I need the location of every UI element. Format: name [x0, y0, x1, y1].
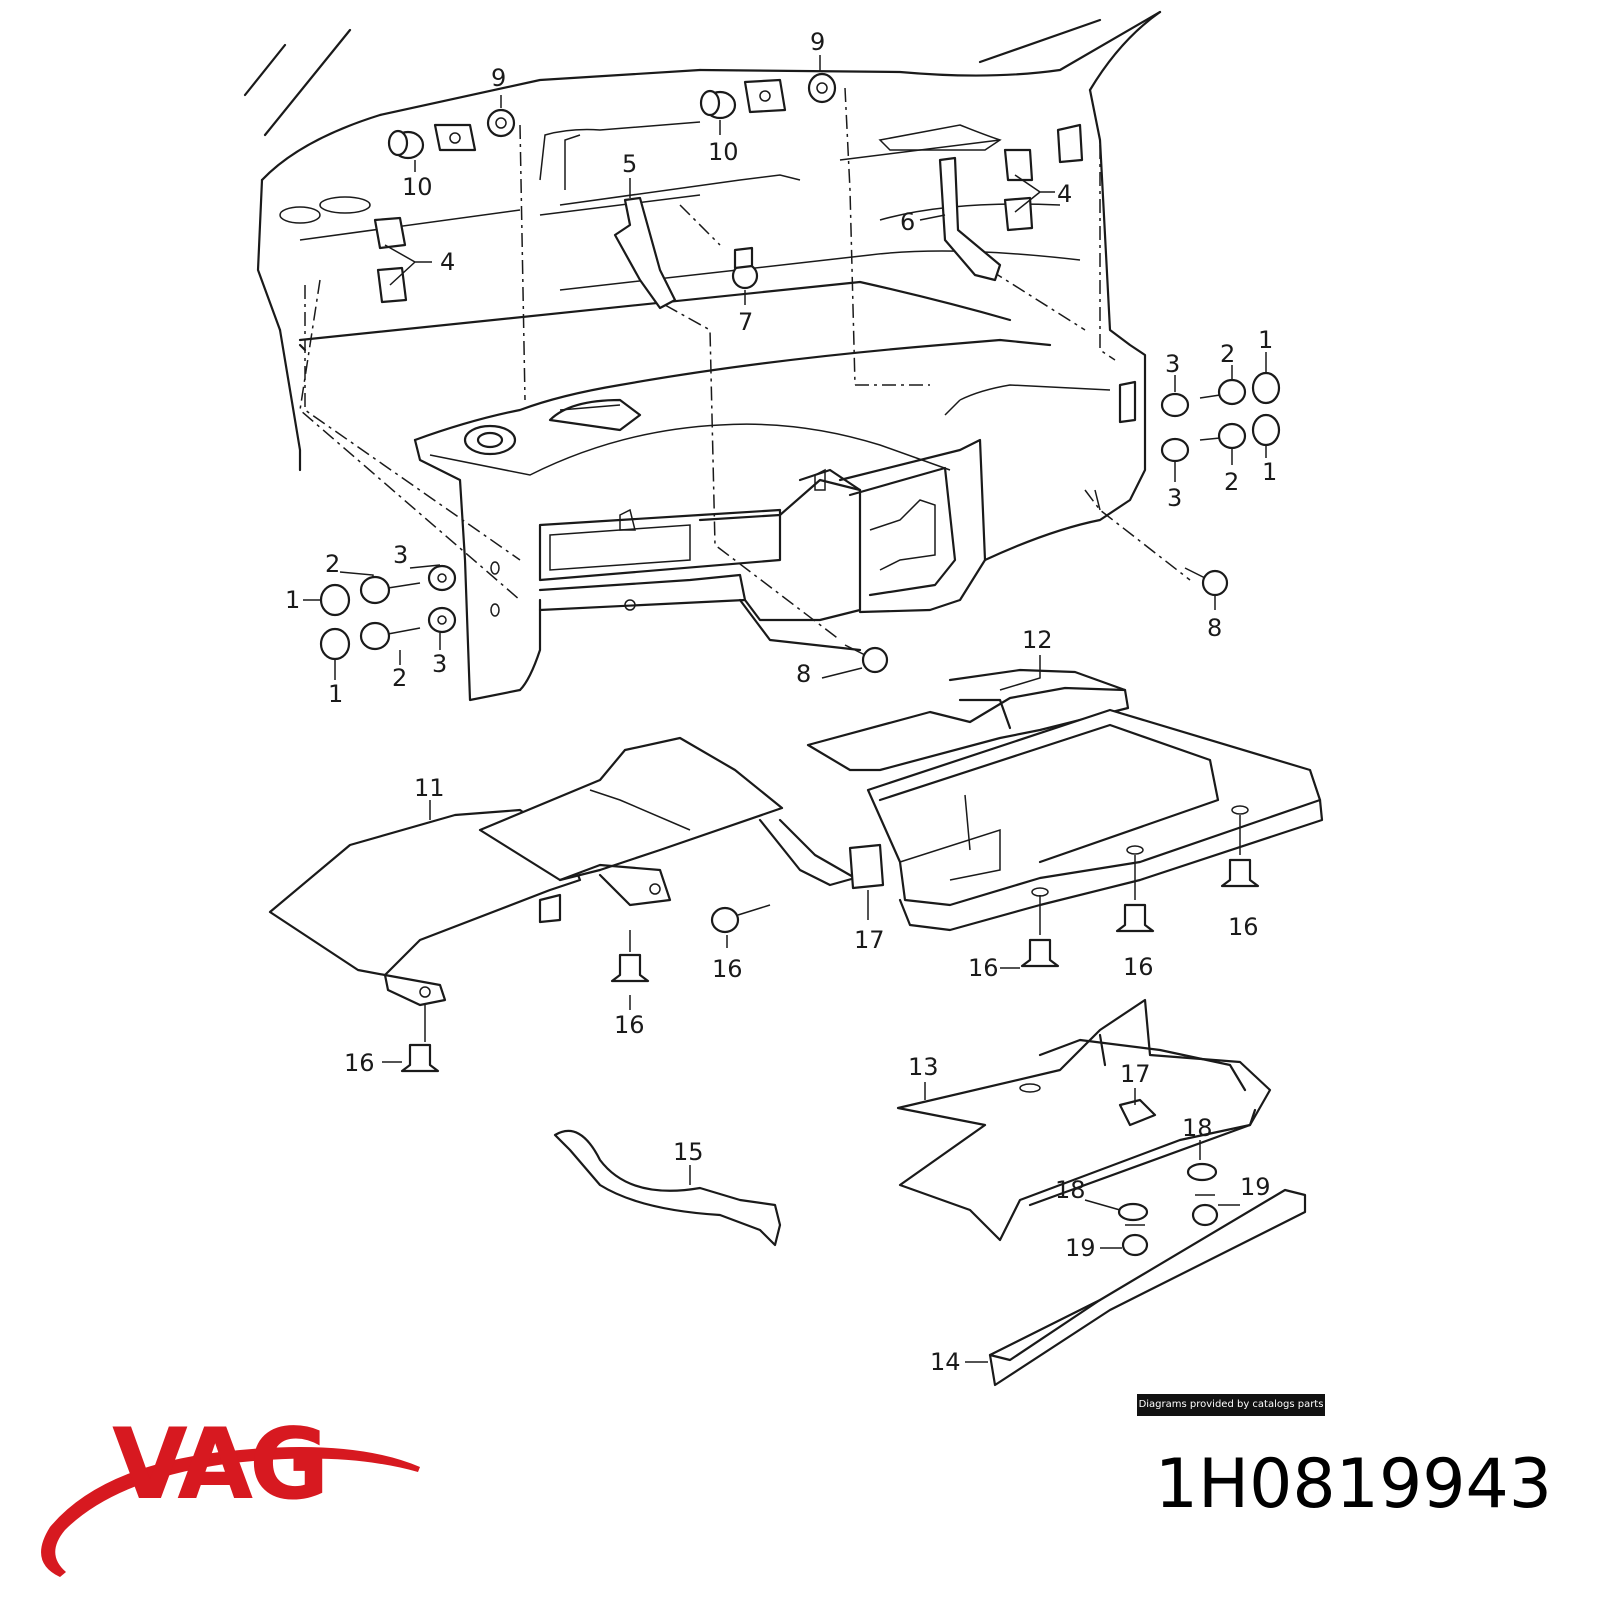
callout-4: 4 [1057, 180, 1072, 208]
callout-14: 14 [930, 1348, 961, 1376]
callout-11: 11 [414, 774, 445, 802]
callout-19: 19 [1065, 1234, 1096, 1262]
callout-2: 2 [1224, 468, 1239, 496]
callout-9: 9 [491, 64, 506, 92]
callout-3: 3 [393, 541, 408, 569]
strap-15-drawing [553, 1129, 782, 1247]
callout-17: 17 [854, 926, 885, 954]
cover-13-drawing [896, 998, 1272, 1257]
callout-1: 1 [1262, 458, 1277, 486]
fasteners-top [319, 72, 1281, 674]
diagram-credit-label: Diagrams provided by catalogs parts [1137, 1394, 1325, 1416]
callout-16: 16 [344, 1049, 375, 1077]
callout-10: 10 [708, 138, 739, 166]
tray-11-drawing [268, 736, 857, 1007]
callout-1: 1 [328, 680, 343, 708]
callout-16: 16 [1228, 913, 1259, 941]
callout-8: 8 [796, 660, 811, 688]
callout-1: 1 [285, 586, 300, 614]
callout-15: 15 [673, 1138, 704, 1166]
callout-4: 4 [440, 248, 455, 276]
callout-18: 18 [1055, 1176, 1086, 1204]
callout-leaders [303, 55, 1267, 1363]
callout-1: 1 [1258, 326, 1273, 354]
callout-numbers: 9 9 10 10 5 4 4 6 7 1 2 3 1 2 3 2 3 1 1 … [285, 28, 1277, 1376]
callout-10: 10 [402, 173, 433, 201]
callout-8: 8 [1207, 614, 1222, 642]
shelf-12-drawing [806, 668, 1324, 932]
callout-18: 18 [1182, 1114, 1213, 1142]
callout-19: 19 [1240, 1173, 1271, 1201]
callout-16: 16 [968, 954, 999, 982]
brand-name: VAG [112, 1408, 329, 1522]
callout-9: 9 [810, 28, 825, 56]
callout-7: 7 [738, 308, 753, 336]
part-number: 1H0819943 [1154, 1445, 1552, 1524]
callout-3: 3 [1165, 350, 1180, 378]
callout-2: 2 [1220, 340, 1235, 368]
callout-13: 13 [908, 1053, 939, 1081]
callout-5: 5 [622, 150, 637, 178]
callout-2: 2 [325, 550, 340, 578]
callout-16: 16 [1123, 953, 1154, 981]
strip-14-drawing [988, 1188, 1307, 1387]
fasteners-16-17 [400, 843, 1260, 1073]
callout-2: 2 [392, 664, 407, 692]
callout-12: 12 [1022, 626, 1053, 654]
callout-3: 3 [432, 650, 447, 678]
callout-6: 6 [900, 208, 915, 236]
callout-16: 16 [614, 1011, 645, 1039]
callout-3: 3 [1167, 484, 1182, 512]
vag-logo-swoosh [41, 1447, 420, 1577]
assembly-leaders [299, 87, 1191, 641]
callout-17: 17 [1120, 1060, 1151, 1088]
callout-16: 16 [712, 955, 743, 983]
